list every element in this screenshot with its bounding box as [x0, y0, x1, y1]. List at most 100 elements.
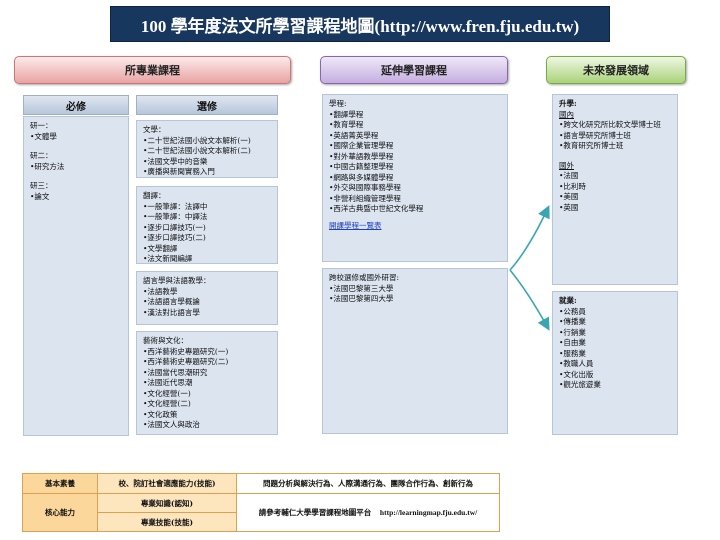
- course-group: 研一：•文體學: [30, 121, 122, 142]
- employment-item: •行銷業: [559, 327, 586, 337]
- employment-item: •服務業: [559, 348, 586, 358]
- course-item: •廣播與新聞實務入門: [143, 167, 215, 176]
- course-group: 翻譯：•一般筆譯：法譯中•一般筆譯：中譯法•逐步口譯技巧(一)•逐步口譯技巧(二…: [143, 191, 271, 263]
- program-item: •對外華語教學學程: [329, 151, 394, 161]
- course-item: •法語教學: [143, 286, 178, 296]
- course-group: 文學：•二十世紀法國小說文本解析(一)•二十世紀法國小說文本解析(二)•法國文學…: [143, 125, 271, 177]
- cross-school-panel: 跨校選修或國外研習: •法國巴黎第三大學•法國巴黎第四大學: [322, 268, 508, 434]
- course-item: •文體學: [30, 131, 57, 141]
- competency-table: 基本素養 校、院訂社會適應能力(技能) 問題分析與解決行為、人際溝通行為、團隊合…: [22, 473, 500, 532]
- course-group: 研二：•研究方法: [30, 151, 122, 172]
- course-item: •漢法對比語言學: [143, 307, 200, 317]
- employment-item: •傳播業: [559, 317, 586, 326]
- abroad-item: •英國: [559, 202, 579, 212]
- employment-panel: 就業: •公務員•傳播業•行銷業•自由業•服務業•教職人員•文化出版•觀光旅遊業: [552, 291, 678, 435]
- programs-list-link[interactable]: 開課學程一覽表: [329, 220, 382, 230]
- program-item: •翻譯學程: [329, 109, 364, 119]
- basic-description: 問題分析與解決行為、人際溝通行為、團隊合作行為、創新行為: [236, 473, 500, 494]
- course-item: •法國文學中的音樂: [143, 156, 208, 166]
- group-heading: 翻譯：: [143, 191, 166, 200]
- program-item: •英語菁英學程: [329, 130, 379, 140]
- course-item: •逐步口譯技巧(二): [143, 233, 206, 242]
- arrow-to-study: [509, 205, 550, 271]
- course-item: •一般筆譯：法譯中: [143, 201, 208, 211]
- basic-label: 基本素養: [22, 473, 98, 494]
- group-heading: 研二：: [30, 151, 53, 160]
- arrow-to-employment: [509, 269, 550, 331]
- page-title: 100 學年度法文所學習課程地圖(http://www.fren.fju.edu…: [110, 6, 610, 42]
- cross-item: •法國巴黎第四大學: [329, 294, 394, 303]
- course-item: •二十世紀法國小說文本解析(一): [143, 135, 251, 145]
- extension-courses-pill: 延伸學習課程: [320, 56, 508, 84]
- elective-art-culture: 藝術與文化：•西洋藝術史專題研究(一)•西洋藝術史專題研究(二)•法國當代思潮研…: [136, 331, 278, 435]
- employment-item: •觀光旅遊業: [559, 380, 601, 389]
- elective-literature: 文學：•二十世紀法國小說文本解析(一)•二十世紀法國小說文本解析(二)•法國文學…: [136, 120, 278, 178]
- cross-heading: 跨校選修或國外研習:: [329, 273, 400, 282]
- course-item: •文化政策: [143, 409, 178, 419]
- elective-translation: 翻譯：•一般筆譯：法譯中•一般筆譯：中譯法•逐步口譯技巧(一)•逐步口譯技巧(二…: [136, 186, 278, 264]
- required-header: 必修: [23, 95, 129, 115]
- future-development-pill: 未來發展領域: [546, 56, 686, 84]
- course-item: •法國當代思潮研究: [143, 367, 208, 377]
- core-description: 請參考輔仁大學學習課程地圖平台 http://learningmap.fju.e…: [236, 493, 500, 532]
- course-item: •論文: [30, 191, 50, 201]
- program-item: •外交與國際事務學程: [329, 183, 401, 192]
- core-item-skills: 專業技能(技能): [97, 512, 237, 532]
- employment-item: •教職人員: [559, 359, 594, 368]
- group-heading: 語言學與法語教學：: [143, 276, 211, 285]
- programs-list: •翻譯學程•教育學程•英語菁英學程•國際企業管理學程•對外華語教學學程•中國古籍…: [329, 110, 501, 215]
- extension-programs-panel: 學程: •翻譯學程•教育學程•英語菁英學程•國際企業管理學程•對外華語教學學程•…: [322, 94, 508, 262]
- employment-heading: 就業:: [559, 296, 577, 305]
- program-item: •教育學程: [329, 120, 364, 129]
- course-item: •文學翻譯: [143, 243, 178, 253]
- core-label: 核心能力: [22, 493, 98, 532]
- program-item: •中國古籍整理學程: [329, 162, 394, 171]
- group-heading: 藝術與文化：: [143, 336, 188, 345]
- core-item-knowledge: 專業知識(認知): [97, 493, 237, 513]
- basic-value: 校、院訂社會適應能力(技能): [97, 473, 237, 494]
- study-heading: 升學:: [559, 99, 577, 108]
- course-item: •逐步口譯技巧(一): [143, 222, 206, 232]
- elective-linguistics: 語言學與法語教學：•法語教學•法語語言學概論•漢法對比語言學: [136, 271, 278, 325]
- course-item: •研究方法: [30, 161, 65, 171]
- course-group: 藝術與文化：•西洋藝術史專題研究(一)•西洋藝術史專題研究(二)•法國當代思潮研…: [143, 336, 271, 431]
- domestic-item: •跨文化研究所比較文學博士班: [559, 120, 661, 129]
- employment-item: •公務員: [559, 306, 586, 316]
- learning-map-url[interactable]: http://learningmap.fju.edu.tw/: [379, 508, 478, 517]
- abroad-item: •比利時: [559, 181, 586, 191]
- group-heading: 研一：: [30, 121, 53, 130]
- core-courses-pill: 所專業課程: [14, 56, 291, 84]
- course-item: •法語語言學概論: [143, 297, 200, 306]
- course-item: •西洋藝術史專題研究(一): [143, 346, 229, 356]
- program-item: •網路與多媒體學程: [329, 172, 394, 182]
- abroad-item: •美國: [559, 192, 579, 201]
- program-item: •國際企業管理學程: [329, 141, 394, 150]
- abroad-item: •法國: [559, 171, 579, 180]
- program-item: •非營利組織管理學程: [329, 193, 401, 203]
- course-item: •法文新聞編譯: [143, 254, 193, 263]
- employment-list: •公務員•傳播業•行銷業•自由業•服務業•教職人員•文化出版•觀光旅遊業: [559, 307, 671, 391]
- course-item: •二十世紀法國小說文本解析(二): [143, 146, 251, 155]
- abroad-heading: 國外: [559, 160, 574, 170]
- program-item: •西洋古典暨中世紀文化學程: [329, 204, 424, 213]
- course-item: •西洋藝術史專題研究(二): [143, 357, 229, 366]
- core-desc-text: 請參考輔仁大學學習課程地圖平台: [258, 508, 372, 517]
- domestic-heading: 國內: [559, 109, 574, 119]
- domestic-item: •教育研究所博士班: [559, 141, 624, 150]
- course-item: •文化經營(一): [143, 388, 191, 398]
- programs-heading: 學程:: [329, 99, 347, 108]
- course-group: 研三：•論文: [30, 181, 122, 202]
- cross-list: •法國巴黎第三大學•法國巴黎第四大學: [329, 284, 501, 305]
- course-item: •法國近代思潮: [143, 378, 193, 387]
- domestic-item: •語言學研究所博士班: [559, 130, 631, 140]
- group-heading: 文學：: [143, 125, 166, 134]
- abroad-list: •法國•比利時•美國•英國: [559, 171, 671, 213]
- group-heading: 研三：: [30, 181, 53, 190]
- cross-item: •法國巴黎第三大學: [329, 283, 394, 293]
- course-group: 語言學與法語教學：•法語教學•法語語言學概論•漢法對比語言學: [143, 276, 271, 318]
- course-item: •一般筆譯：中譯法: [143, 212, 208, 221]
- further-study-panel: 升學: 國內 •跨文化研究所比較文學博士班•語言學研究所博士班•教育研究所博士班…: [552, 94, 678, 285]
- required-panel: 研一：•文體學研二：•研究方法研三：•論文: [23, 116, 129, 436]
- course-item: •法國文人與政治: [143, 420, 200, 429]
